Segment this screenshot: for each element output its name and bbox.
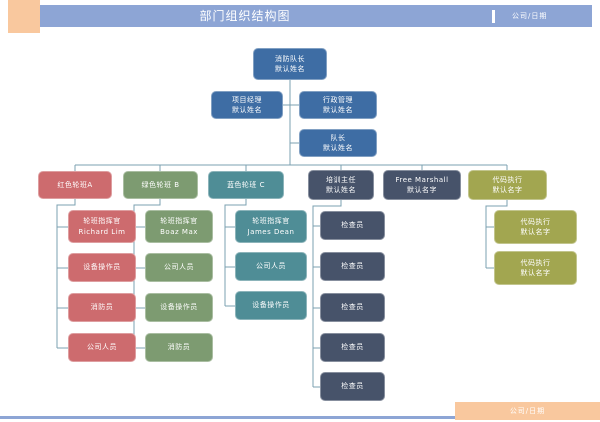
- footer-accent-line: [0, 416, 600, 419]
- node-blue-member-1: 轮班指挥官 James Dean: [235, 210, 307, 243]
- node-code-member-2: 代码执行 默认名字: [494, 251, 577, 285]
- page-title: 部门组织结构图: [199, 9, 291, 23]
- node-title: 代码执行: [520, 258, 551, 267]
- node-blue-shift: 蓝色轮班 C: [208, 171, 284, 199]
- node-green-member-2: 公司人员: [145, 253, 213, 282]
- header-meta-group: 公司/日期: [492, 5, 547, 27]
- node-subtitle: 默认名字: [520, 269, 551, 277]
- node-subtitle: 默认姓名: [326, 186, 356, 194]
- node-green-member-3: 设备操作员: [145, 293, 213, 322]
- node-green-shift: 绿色轮班 B: [123, 171, 198, 199]
- node-subtitle: 默认名字: [492, 186, 523, 194]
- node-title: 公司人员: [164, 263, 194, 272]
- node-title: 绿色轮班 B: [141, 180, 180, 189]
- node-admin-manager: 行政管理 默认姓名: [299, 91, 377, 119]
- node-subtitle: Boaz Max: [160, 227, 198, 236]
- node-title: 设备操作员: [252, 301, 290, 310]
- node-blue-member-2: 公司人员: [235, 252, 307, 281]
- node-inspector-5: 检查员: [320, 372, 385, 401]
- node-subtitle: 默认姓名: [232, 106, 262, 114]
- node-green-member-1: 轮班指挥官 Boaz Max: [145, 210, 213, 243]
- node-title: 检查员: [341, 262, 364, 271]
- node-subtitle: 默认姓名: [275, 65, 305, 73]
- node-red-member-4: 公司人员: [68, 333, 136, 362]
- node-title: 蓝色轮班 C: [226, 180, 266, 189]
- node-red-member-2: 设备操作员: [68, 253, 136, 282]
- node-fire-chief: 消防队长 默认姓名: [253, 48, 327, 80]
- node-captain: 队长 默认姓名: [299, 129, 377, 157]
- node-inspector-3: 检查员: [320, 293, 385, 322]
- node-title: 轮班指挥官: [252, 217, 290, 225]
- node-title: 设备操作员: [160, 303, 198, 312]
- node-subtitle: Richard Lim: [78, 227, 126, 236]
- node-fire-marshall: Free Marshall 默认名字: [383, 170, 461, 200]
- header-company-date: 公司/日期: [512, 12, 548, 20]
- node-inspector-1: 检查员: [320, 211, 385, 240]
- node-title: 公司人员: [256, 262, 286, 271]
- node-title: 队长: [330, 133, 346, 142]
- node-code-enforcement: 代码执行 默认名字: [468, 170, 547, 200]
- node-title: 项目经理: [232, 95, 262, 104]
- node-title: 轮班指挥官: [160, 217, 198, 225]
- header-separator: [492, 9, 495, 23]
- node-title: 检查员: [341, 382, 364, 391]
- node-title: 红色轮班A: [57, 180, 93, 189]
- node-subtitle: James Dean: [247, 227, 295, 236]
- corner-accent: [8, 0, 40, 33]
- node-inspector-4: 检查员: [320, 333, 385, 362]
- node-red-member-3: 消防员: [68, 293, 136, 322]
- node-subtitle: 默认名字: [520, 228, 551, 236]
- node-title: 设备操作员: [83, 263, 121, 272]
- node-title: 消防队长: [275, 54, 305, 63]
- header-bar: [8, 5, 592, 27]
- node-title: 消防员: [167, 343, 191, 352]
- node-title: Free Marshall: [395, 175, 449, 184]
- node-subtitle: 默认姓名: [323, 144, 353, 152]
- node-title: 轮班指挥官: [83, 217, 121, 225]
- node-project-manager: 项目经理 默认姓名: [211, 91, 283, 119]
- node-title: 代码执行: [520, 217, 551, 226]
- node-title: 培训主任: [326, 175, 356, 184]
- node-subtitle: 默认姓名: [323, 106, 353, 114]
- node-inspector-2: 检查员: [320, 252, 385, 281]
- node-subtitle: 默认名字: [407, 186, 437, 194]
- node-green-member-4: 消防员: [145, 333, 213, 362]
- node-title: 代码执行: [492, 175, 523, 184]
- footer-company-date: 公司/日期: [455, 402, 600, 420]
- node-title: 公司人员: [87, 343, 117, 352]
- node-training-director: 培训主任 默认姓名: [308, 170, 374, 200]
- node-red-shift: 红色轮班A: [38, 171, 112, 199]
- node-title: 检查员: [341, 303, 364, 312]
- node-title: 消防员: [90, 303, 114, 312]
- node-red-member-1: 轮班指挥官 Richard Lim: [68, 210, 136, 243]
- node-title: 行政管理: [323, 95, 353, 104]
- node-title: 检查员: [341, 343, 364, 352]
- node-blue-member-3: 设备操作员: [235, 291, 307, 320]
- node-title: 检查员: [341, 221, 364, 230]
- node-code-member-1: 代码执行 默认名字: [494, 210, 577, 244]
